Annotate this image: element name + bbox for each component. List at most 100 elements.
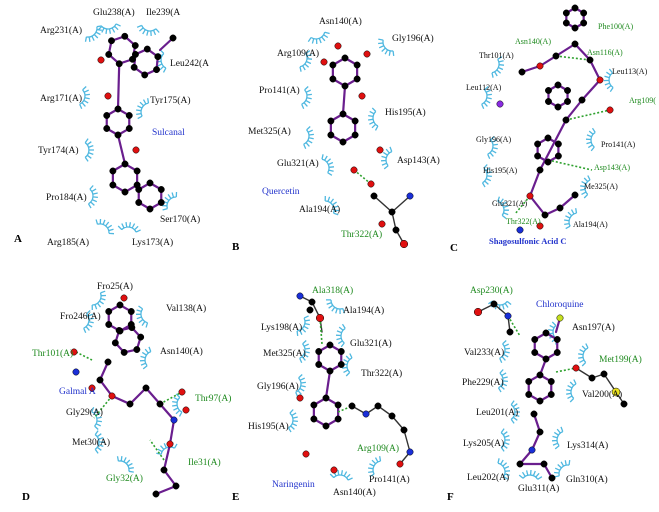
ligand-atom (562, 19, 570, 27)
residue-label: Glu321(A) (492, 199, 527, 208)
ligand-atom (310, 415, 318, 423)
hydrophobic-contact-arc (172, 393, 183, 417)
hydrophobic-contact-arc (585, 127, 596, 152)
ligand-atom (348, 402, 356, 410)
ligand-atom (330, 466, 338, 474)
ligand-atom (143, 45, 151, 53)
ligand-atom (178, 388, 186, 396)
residue-label: Asn140(A) (333, 487, 376, 498)
ligand-atom (105, 321, 113, 328)
ligand-atom (153, 66, 161, 74)
ligand-atom (350, 166, 358, 174)
ligand-bond (538, 118, 568, 172)
ligand-atom (556, 204, 564, 212)
ligand-atom (531, 336, 539, 343)
hydrophobic-contact-arc (497, 369, 508, 393)
ligand-atom (131, 50, 139, 58)
residue-label: Thr97(A) (195, 393, 231, 404)
ligand-atom (334, 401, 342, 409)
hydrophobic-contact-arc (380, 146, 393, 170)
ligand-atom (588, 374, 596, 382)
panel-label: F (447, 491, 454, 503)
residue-label: Lys173(A) (132, 237, 173, 248)
panel-label: E (232, 491, 239, 503)
residue-label: Asn116(A) (587, 48, 623, 57)
ligand-atom (353, 75, 361, 83)
ligand-name: Sulcanal (152, 128, 185, 138)
ligand-atom (536, 397, 544, 405)
residue-label: Gly196(A) (476, 135, 511, 144)
hydrophobic-contact-arc (518, 469, 543, 480)
hydrophobic-contact-arc (491, 56, 505, 78)
ligand-atom (172, 482, 180, 490)
hydrogen-bond (565, 109, 611, 121)
hydrophobic-contact-arc (368, 107, 379, 131)
ligand-atom (120, 294, 128, 302)
ligand-atom (128, 324, 136, 332)
ligand-atom (105, 51, 113, 58)
ligand-bond (116, 62, 121, 111)
ligand-bond (341, 84, 347, 116)
hydrophobic-contact-arc (139, 346, 152, 370)
panel-f: F Chloroquine Asp230(A) Asn197(A) Val233… (447, 285, 642, 503)
ligand-atom (334, 42, 342, 50)
ligand-bond (373, 195, 393, 213)
ligand-atom (72, 368, 80, 376)
panel-c: C Shagosulfonic Acid C Phe100(A) Asn140(… (450, 22, 656, 254)
ligand-name: Quercetin (262, 187, 300, 197)
hydrophobic-contact-arc (603, 68, 614, 93)
ligand-atom (496, 100, 504, 108)
ligand-atom (121, 160, 129, 168)
hydrophobic-contact-arc (83, 310, 94, 334)
hydrophobic-contact-arc (287, 409, 298, 433)
residue-label: Arg231(A) (40, 25, 82, 36)
panel-e: E Naringenin Ala318(A) Ala194(A) Lys198(… (232, 285, 410, 503)
residue-label: Ala194(A) (343, 305, 384, 316)
residue-label: His195(A) (483, 166, 518, 175)
ligand-atom (104, 92, 112, 100)
hydrogen-bond (555, 55, 591, 61)
ligand-atom (111, 339, 119, 347)
residue-label: Ser170(A) (160, 214, 200, 225)
ligand-atom (572, 364, 580, 372)
ligand-atom (329, 61, 337, 69)
ligand-atom (620, 400, 628, 408)
panel-label: B (232, 241, 240, 253)
ligand-atom (370, 192, 378, 200)
ligand-atom (166, 440, 174, 448)
residue-label: Ala318(A) (312, 285, 353, 296)
ligand-atom (571, 191, 579, 199)
ligand-bond (144, 386, 162, 406)
hydrophobic-contact-arc (500, 428, 510, 452)
ligand-atom (554, 103, 562, 111)
ligand-atom (88, 384, 96, 392)
ligand-atom (125, 125, 133, 132)
atoms-layer (70, 4, 628, 498)
ligand-atom (339, 110, 347, 118)
ligand-atom (103, 125, 111, 132)
residue-label: Thr101(A) (479, 51, 514, 60)
hydrophobic-contact-arc (84, 25, 102, 42)
ligand-atom (541, 211, 549, 219)
ligand-atom (337, 348, 345, 355)
ligand-atom (580, 19, 588, 27)
ligand-atom (170, 416, 178, 424)
hydrophobic-contact-arc (321, 154, 335, 176)
residue-label: Phe229(A) (462, 377, 504, 388)
ligand-atom (121, 188, 129, 196)
residue-label: Pro141(A) (369, 474, 410, 485)
residue-label: Arg109(A) (357, 443, 399, 454)
hydrophobic-contact-arc (303, 126, 314, 150)
ligand-atom (536, 222, 544, 230)
ligand-atom (534, 152, 542, 160)
ligand-atom (105, 308, 113, 315)
panel-a: A Sulcanal Glu238(A) Ile239(A Arg231(A) … (14, 7, 209, 248)
ligand-atom (115, 60, 123, 68)
hydrophobic-contact-arc (510, 400, 520, 424)
ligand-bond (588, 58, 602, 82)
ligand-atom (114, 105, 122, 113)
ligand-atom (137, 333, 145, 341)
ligand-atom (516, 460, 524, 468)
ligand-atom (131, 42, 139, 49)
ligand-atom (132, 146, 140, 154)
